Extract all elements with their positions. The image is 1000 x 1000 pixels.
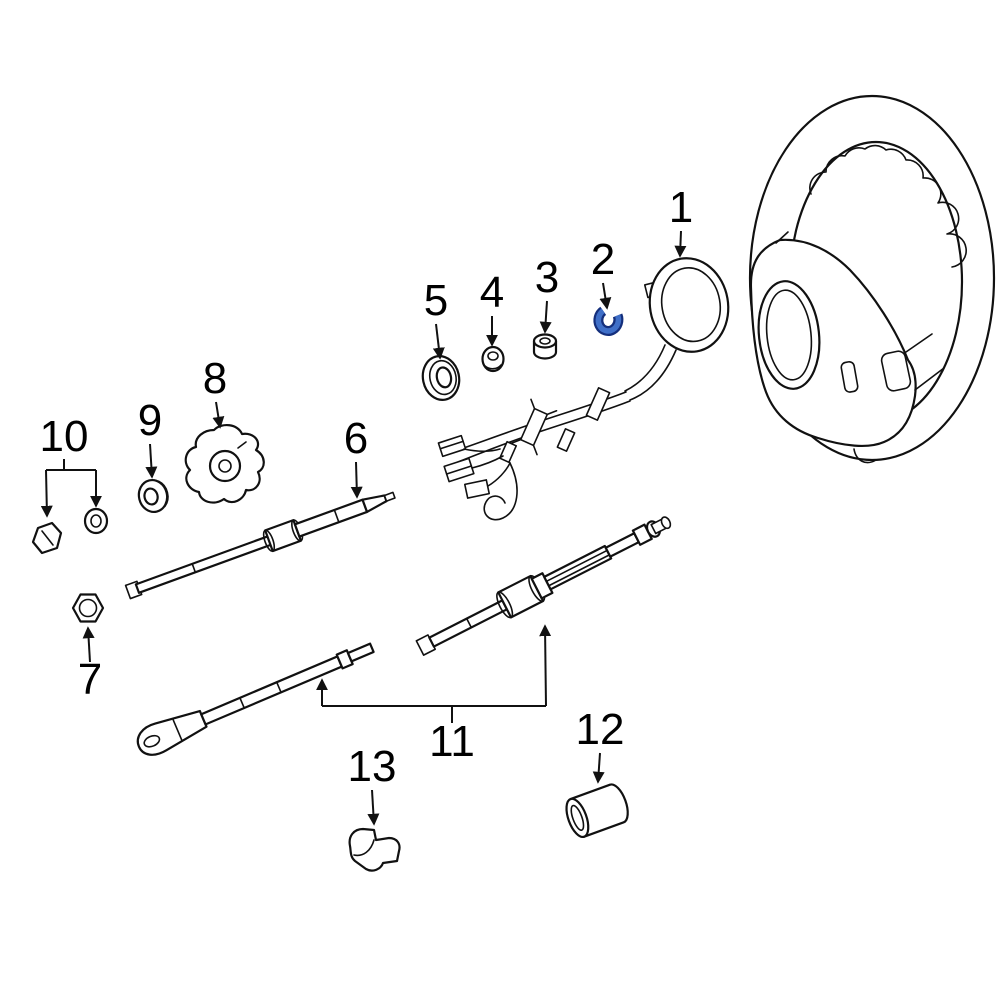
callout-11-arrow-right xyxy=(539,624,552,707)
callout-12: 12 xyxy=(576,705,625,784)
callout-7-label: 7 xyxy=(78,655,102,704)
callout-10: 10 xyxy=(40,412,102,518)
callout-2-label: 2 xyxy=(591,235,615,284)
harness-connector-icon xyxy=(463,479,491,499)
callout-9-arrow xyxy=(145,443,158,479)
callout-13-label: 13 xyxy=(348,742,397,791)
part-11-upper-shaft-drawing xyxy=(415,516,672,656)
callout-3-arrow xyxy=(539,300,552,334)
callout-8: 8 xyxy=(203,354,227,429)
callout-2-arrow xyxy=(599,282,612,310)
harness-clip-icon xyxy=(556,428,576,452)
part-10-ring-drawing xyxy=(83,507,109,535)
callout-8-label: 8 xyxy=(203,354,227,403)
callout-4-label: 4 xyxy=(480,268,504,317)
part-6-upper-shaft-drawing xyxy=(124,491,396,600)
part-3-bushing-drawing xyxy=(532,333,558,360)
callout-6-label: 6 xyxy=(344,414,368,463)
callout-9-label: 9 xyxy=(138,396,162,445)
part-2-highlighted-clip xyxy=(593,306,624,336)
callout-12-arrow xyxy=(592,752,605,784)
callout-11-label: 11 xyxy=(429,717,475,766)
callout-10-arrow-left xyxy=(40,469,53,518)
callout-2: 2 xyxy=(591,235,615,310)
callout-5: 5 xyxy=(424,276,448,360)
callout-7: 7 xyxy=(78,626,102,704)
callout-1-arrow xyxy=(674,230,687,258)
callout-5-arrow xyxy=(432,323,445,360)
callout-1-label: 1 xyxy=(669,183,693,232)
callout-3-label: 3 xyxy=(535,253,559,302)
part-12-bushing-drawing xyxy=(565,783,629,839)
callout-7-arrow xyxy=(82,626,95,663)
callout-10-label: 10 xyxy=(40,412,89,461)
callout-11: 11 xyxy=(316,624,552,766)
callout-6: 6 xyxy=(344,414,368,499)
part-8-housing-drawing xyxy=(184,424,265,504)
callout-12-label: 12 xyxy=(576,705,625,754)
harness-butterfly-clip-icon xyxy=(510,398,558,456)
callout-9: 9 xyxy=(138,396,162,479)
part-10-retainer-drawing xyxy=(31,521,63,555)
callout-10-bracket xyxy=(46,459,96,471)
part-5-washer-drawing xyxy=(421,355,461,401)
harness-connector-icon xyxy=(443,457,475,483)
callout-4: 4 xyxy=(480,268,504,347)
callout-6-arrow xyxy=(350,461,363,499)
callout-1: 1 xyxy=(669,183,693,258)
harness-clip-icon xyxy=(585,387,611,421)
steering-wheel-drawing xyxy=(748,94,996,464)
harness-clip-icon xyxy=(498,440,518,464)
harness-connector-icon xyxy=(437,434,467,458)
callout-13-arrow xyxy=(367,789,380,826)
callout-3: 3 xyxy=(535,253,559,334)
callout-13: 13 xyxy=(348,742,397,826)
callout-11-bracket xyxy=(322,705,546,723)
callout-5-label: 5 xyxy=(424,276,448,325)
part-1-contact-ring-drawing xyxy=(624,257,730,401)
part-11-lower-shaft-drawing xyxy=(136,642,375,756)
wire-harness-drawing xyxy=(437,387,631,521)
part-13-clip-drawing xyxy=(348,827,401,872)
part-4-grommet-drawing xyxy=(481,345,505,373)
callout-8-arrow xyxy=(212,401,225,429)
part-7-nut-drawing xyxy=(71,593,105,623)
part-9-bearing-drawing xyxy=(137,479,169,513)
